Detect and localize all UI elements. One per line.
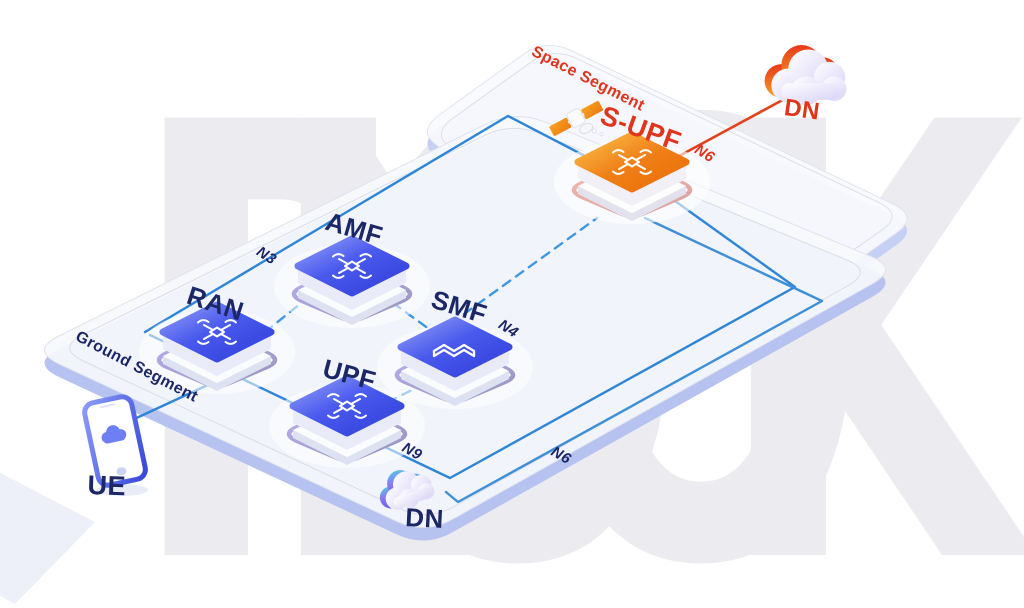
satellite-icon xyxy=(549,100,604,136)
dn-space-label: DN xyxy=(782,94,822,126)
link-n6-dn-supf xyxy=(444,216,824,504)
link-n6-supf-dn-space xyxy=(666,94,792,164)
ue-label: UE xyxy=(87,470,127,502)
link-n3-ran-supf xyxy=(143,114,614,334)
link-n4-smf-supf xyxy=(462,216,599,316)
dn-ground-label: DN xyxy=(404,502,445,534)
corner-wedge xyxy=(0,472,95,604)
ue-phone-icon xyxy=(82,394,148,496)
